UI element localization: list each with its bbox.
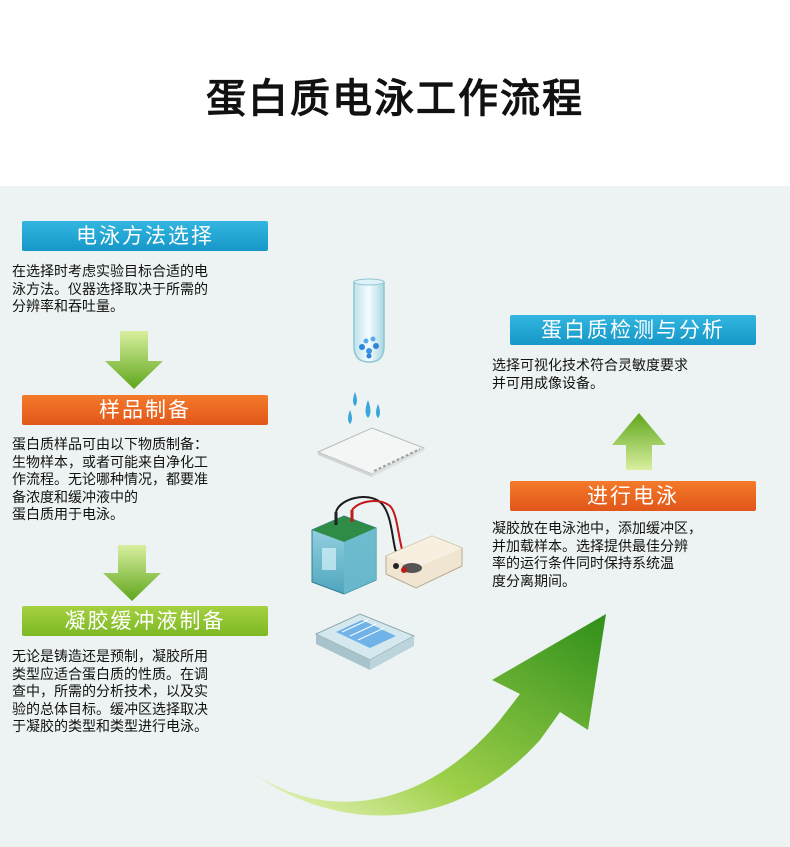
- step-sample-text: 蛋白质样品可由以下物质制备： 生物样本，或者可能来自净化工 作流程。无论哪种情况…: [12, 437, 208, 525]
- step-method-banner: 电泳方法选择: [22, 221, 268, 251]
- step-detect-banner: 蛋白质检测与分析: [510, 315, 756, 345]
- text-line: 无论是铸造还是预制，凝胶所用: [12, 649, 208, 665]
- step-run-text: 凝胶放在电泳池中，添加缓冲区， 并加载样本。选择提供最佳分辨 率的运行条件同时保…: [492, 521, 702, 591]
- down-arrow-icon: [103, 545, 161, 601]
- text-line: 蛋白质用于电泳。: [12, 507, 124, 523]
- text-line: 选择可视化技术符合灵敏度要求: [492, 358, 688, 374]
- text-line: 作流程。无论哪种情况，都要准: [12, 472, 208, 488]
- electrophoresis-tank-icon: [311, 496, 405, 595]
- gel-card-icon: [316, 427, 426, 477]
- text-line: 生物样本，或者可能来自净化工: [12, 454, 208, 471]
- step-detect-text: 选择可视化技术符合灵敏度要求 并可用成像设备。: [492, 358, 688, 393]
- step-gel-banner: 凝胶缓冲液制备: [22, 606, 268, 636]
- text-line: 凝胶放在电泳池中，添加缓冲区，: [492, 521, 702, 537]
- step-sample-banner: 样品制备: [22, 395, 268, 425]
- step-method-text: 在选择时考虑实验目标合适的电 泳方法。仪器选择取决于所需的 分辨率和吞吐量。: [12, 264, 208, 317]
- up-arrow-icon: [612, 413, 666, 470]
- text-line: 并加载样本。选择提供最佳分辨: [492, 538, 688, 555]
- text-line: 分辨率和吞吐量。: [12, 299, 124, 315]
- curved-arrow-icon: [252, 614, 606, 816]
- test-tube-icon: [353, 278, 385, 363]
- text-line: 在选择时考虑实验目标合适的电: [12, 264, 208, 280]
- water-drops-icon: [348, 392, 380, 424]
- step-run-banner: 进行电泳: [510, 481, 756, 511]
- down-arrow-icon: [105, 331, 163, 389]
- gel-tray-icon: [314, 613, 416, 670]
- power-supply-icon: [385, 535, 463, 589]
- page-title: 蛋白质电泳工作流程: [206, 76, 584, 122]
- text-line: 率的运行条件同时保持系统温: [492, 556, 674, 572]
- text-line: 并可用成像设备。: [492, 375, 604, 392]
- text-line: 验的总体目标。缓冲区选择取决: [12, 701, 208, 718]
- text-line: 度分离期间。: [492, 573, 576, 590]
- text-line: 于凝胶的类型和类型进行电泳。: [12, 719, 208, 735]
- text-line: 备浓度和缓冲液中的: [12, 489, 138, 506]
- step-gel-text: 无论是铸造还是预制，凝胶所用 类型应适合蛋白质的性质。在调 查中，所需的分析技术…: [12, 649, 208, 737]
- text-line: 查中，所需的分析技术，以及实: [12, 684, 208, 700]
- text-line: 类型应适合蛋白质的性质。在调: [12, 666, 208, 683]
- text-line: 泳方法。仪器选择取决于所需的: [12, 281, 208, 298]
- text-line: 蛋白质样品可由以下物质制备：: [12, 437, 208, 453]
